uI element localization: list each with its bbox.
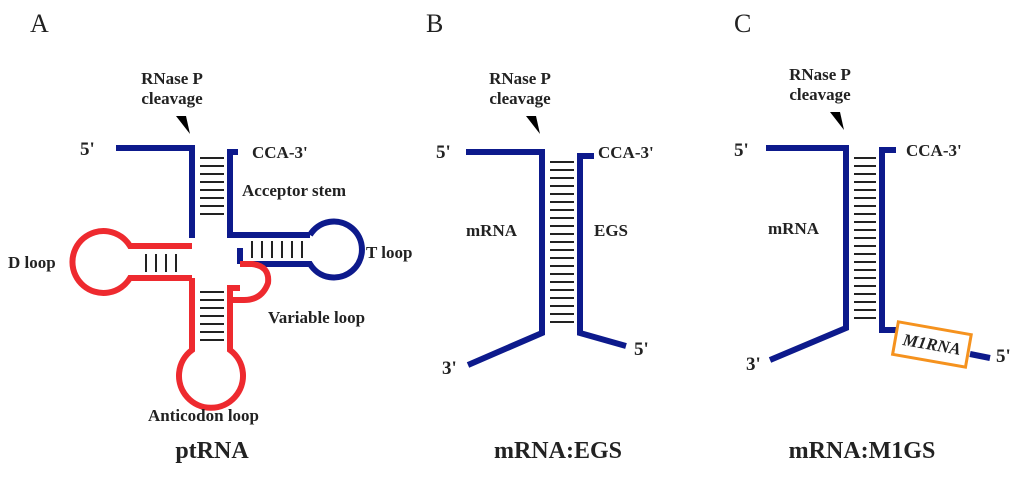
panel-c-caption: mRNA:M1GS bbox=[789, 438, 936, 464]
panel-c-mrna-strand bbox=[766, 145, 849, 363]
panel-a-5prime-label: 5' bbox=[80, 139, 95, 160]
panel-a-cleavage-label-line1: RNase P bbox=[141, 69, 203, 88]
panel-a-anticodon-stem-base-pairs bbox=[200, 291, 224, 341]
panel-a-t-stem-base-pairs bbox=[251, 241, 303, 258]
panel-c-5prime-bottom-label: 5' bbox=[996, 346, 1011, 367]
panel-a-cleavage-arrowhead bbox=[176, 116, 190, 134]
panel-c-5prime-top-label: 5' bbox=[734, 140, 749, 161]
panel-a-d-loop bbox=[69, 228, 192, 296]
panel-b-5prime-top-label: 5' bbox=[436, 142, 451, 163]
panel-b-5prime-bottom-label: 5' bbox=[634, 339, 649, 360]
panel-a-cca-label: CCA-3' bbox=[252, 143, 308, 162]
panel-a-letter: A bbox=[30, 9, 49, 38]
panel-c-cleavage-label-line2: cleavage bbox=[789, 85, 851, 104]
panel-b-caption: mRNA:EGS bbox=[494, 438, 622, 464]
panel-c-cleavage-arrowhead bbox=[830, 112, 844, 130]
panel-a-d-stem-base-pairs bbox=[145, 254, 177, 272]
panel-a-anticodon-loop bbox=[176, 278, 246, 411]
panel-a-t-loop-label: T loop bbox=[366, 243, 412, 262]
panel-c-m1gs-strand bbox=[879, 147, 900, 333]
panel-c: C RNase P cleavage M1RNA 5' CCA-3' mRNA … bbox=[734, 9, 1011, 464]
panel-a-variable-loop bbox=[232, 261, 272, 303]
panel-c-cca-label: CCA-3' bbox=[906, 141, 962, 160]
panel-b-base-pairs bbox=[550, 161, 574, 323]
panel-a-acceptor-3prime-strand bbox=[227, 149, 310, 238]
panel-b-egs-label: EGS bbox=[594, 221, 628, 240]
panel-a-cleavage-label-line2: cleavage bbox=[141, 89, 203, 108]
panel-b-egs-strand bbox=[577, 153, 627, 349]
panel-b-mrna-strand bbox=[466, 149, 545, 368]
panel-a-caption: ptRNA bbox=[175, 438, 249, 464]
panel-c-mrna-label: mRNA bbox=[768, 219, 820, 238]
panel-c-m1gs-tail bbox=[969, 351, 991, 361]
panel-a-d-loop-label: D loop bbox=[8, 253, 56, 272]
panel-c-cleavage-label-line1: RNase P bbox=[789, 65, 851, 84]
panel-a-anticodon-loop-label: Anticodon loop bbox=[148, 406, 259, 425]
panel-b-letter: B bbox=[426, 9, 443, 38]
panel-b-cca-label: CCA-3' bbox=[598, 143, 654, 162]
panel-c-m1rna-box: M1RNA bbox=[890, 320, 973, 369]
panel-a-t-loop bbox=[240, 218, 365, 281]
panel-c-base-pairs bbox=[854, 157, 876, 319]
panel-c-m1rna-box-frame bbox=[890, 320, 973, 369]
panel-c-letter: C bbox=[734, 9, 751, 38]
panel-a-acceptor-stem-label: Acceptor stem bbox=[242, 181, 346, 200]
panel-b: B RNase P cleavage 5' CCA-3' mRNA EGS 3'… bbox=[426, 9, 654, 464]
panel-a: A RNase P cleavage bbox=[8, 9, 412, 464]
panel-a-variable-loop-label: Variable loop bbox=[268, 308, 365, 327]
panel-a-acceptor-base-pairs bbox=[200, 157, 224, 215]
panel-b-cleavage-label-line2: cleavage bbox=[489, 89, 551, 108]
panel-b-3prime-label: 3' bbox=[442, 358, 457, 379]
panel-c-3prime-label: 3' bbox=[746, 354, 761, 375]
panel-b-cleavage-label-line1: RNase P bbox=[489, 69, 551, 88]
panel-b-mrna-label: mRNA bbox=[466, 221, 518, 240]
panel-b-cleavage-arrowhead bbox=[526, 116, 540, 134]
panel-a-acceptor-5prime-strand bbox=[116, 145, 195, 238]
